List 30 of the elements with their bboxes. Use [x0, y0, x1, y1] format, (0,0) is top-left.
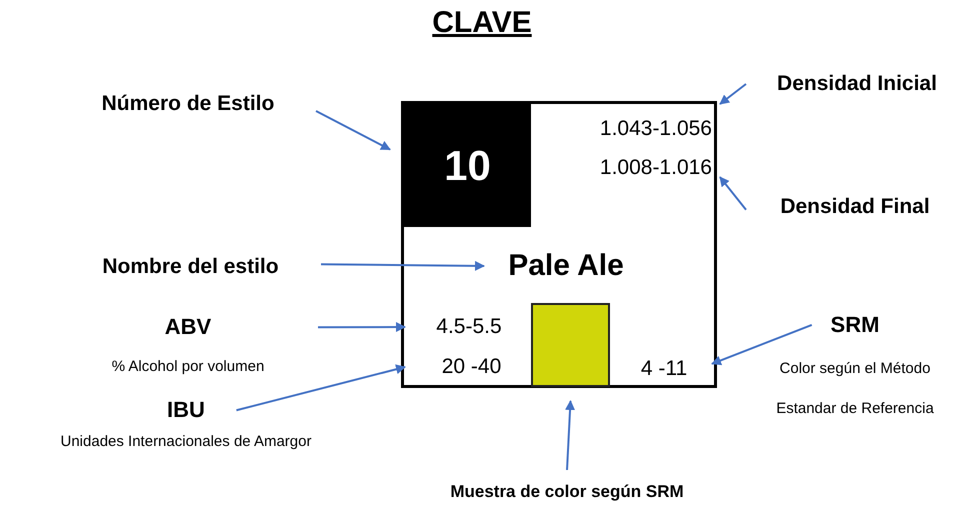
label-text: 1.008-1.016: [598, 155, 712, 181]
arrow: [719, 176, 747, 210]
arrow: [565, 400, 576, 470]
label-text: ABV: [164, 313, 212, 341]
label-text: Muestra de color según SRM: [449, 481, 685, 503]
arrow: [719, 83, 747, 105]
label-text: Densidad Final: [779, 194, 931, 220]
label-text: Densidad Inicial: [776, 71, 938, 97]
label-text: 1.043-1.056: [598, 116, 712, 142]
label-text: 4.5-5.5: [435, 314, 503, 340]
arrow: [320, 260, 485, 271]
description-text: Color según el Método Estandar de Referencia: [775, 359, 935, 419]
label-text: Pale Ale: [507, 248, 625, 284]
label-text: 20 -40: [440, 354, 502, 380]
arrow: [316, 110, 391, 150]
color-swatch: [531, 303, 610, 387]
label-text: Número de Estilo: [100, 91, 276, 117]
arrow: [236, 364, 406, 412]
label-text: 10: [444, 140, 491, 190]
label-text: IBU: [166, 396, 206, 424]
key-card: [401, 101, 717, 388]
description-text: % Alcohol por volumen: [110, 357, 266, 377]
style-number-box: [404, 104, 531, 227]
arrow: [318, 322, 406, 332]
description-text: Unidades Internacionales de Amargor: [60, 432, 312, 452]
label-text: 4 -11: [640, 356, 688, 382]
label-text: SRM: [830, 311, 880, 339]
label-text: Nombre del estilo: [101, 254, 280, 280]
arrow: [711, 324, 812, 366]
title: CLAVE: [431, 6, 533, 40]
